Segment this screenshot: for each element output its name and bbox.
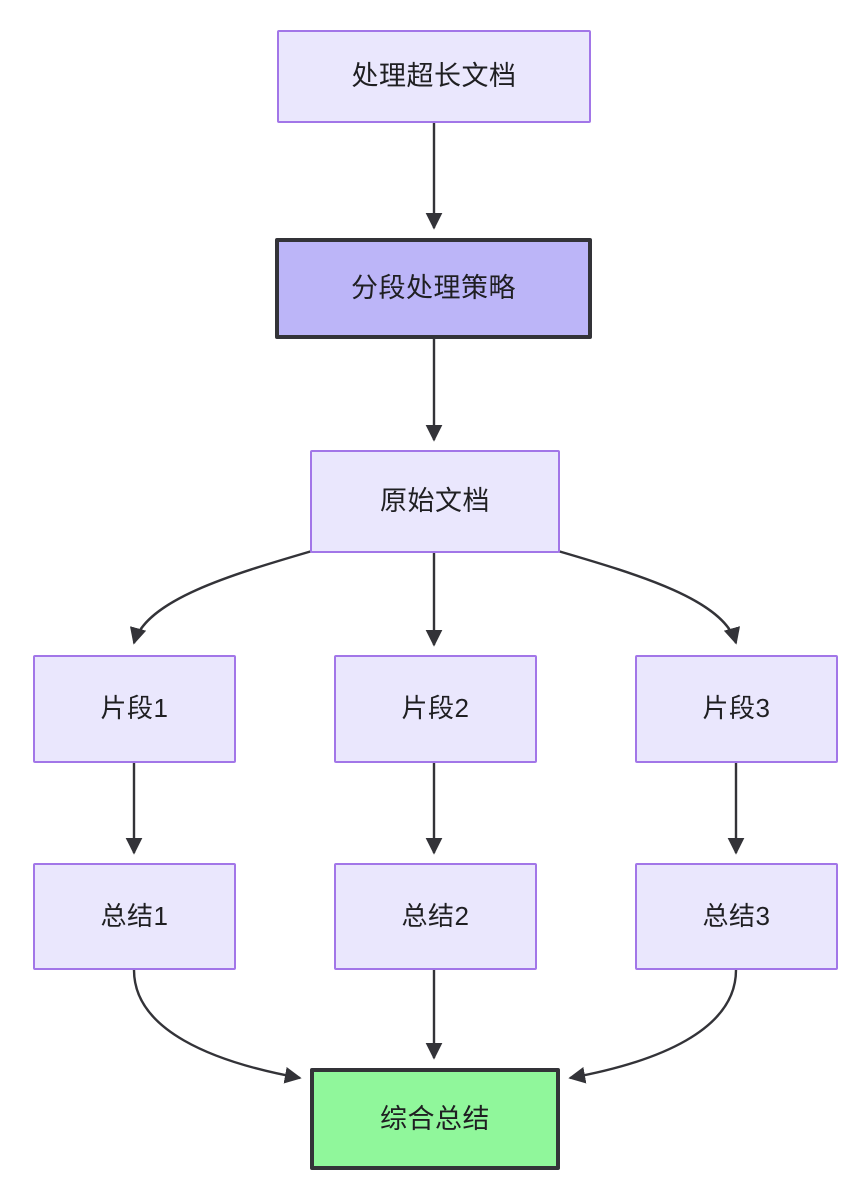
node-label: 总结1 [100, 900, 169, 931]
node-summary-1[interactable]: 总结1 [33, 863, 236, 970]
edge-n3-n6 [557, 549, 740, 645]
edge-n3-n4 [130, 549, 313, 645]
node-combined-summary[interactable]: 综合总结 [310, 1068, 560, 1170]
node-chunking-strategy[interactable]: 分段处理策略 [275, 238, 592, 339]
node-label: 综合总结 [380, 1103, 490, 1134]
node-fragment-3[interactable]: 片段3 [635, 655, 838, 763]
edge-n7-n10 [132, 969, 302, 1084]
node-label: 原始文档 [380, 486, 490, 517]
node-process-long-document[interactable]: 处理超长文档 [277, 30, 591, 123]
node-label: 总结2 [401, 900, 470, 931]
edge-n9-n10 [568, 969, 738, 1084]
node-label: 片段3 [702, 693, 771, 724]
node-label: 分段处理策略 [351, 273, 516, 304]
node-summary-3[interactable]: 总结3 [635, 863, 838, 970]
node-fragment-1[interactable]: 片段1 [33, 655, 236, 763]
node-label: 片段2 [401, 693, 470, 724]
node-label: 片段1 [100, 693, 169, 724]
node-original-document[interactable]: 原始文档 [310, 450, 560, 553]
node-label: 总结3 [702, 900, 771, 931]
node-label: 处理超长文档 [351, 61, 517, 92]
node-summary-2[interactable]: 总结2 [334, 863, 537, 970]
node-fragment-2[interactable]: 片段2 [334, 655, 537, 763]
